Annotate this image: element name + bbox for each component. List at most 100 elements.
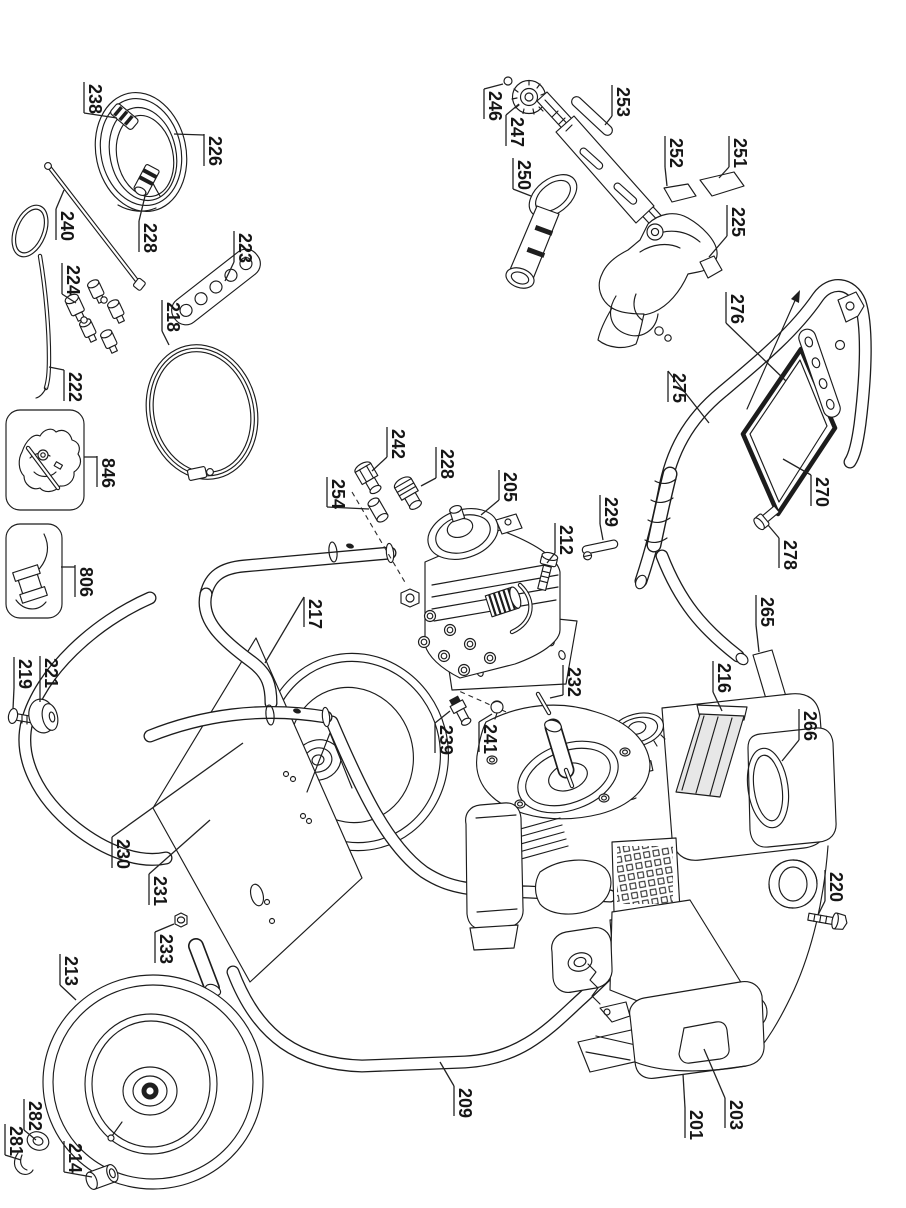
- part-number-label: 203: [726, 1100, 746, 1130]
- callout-leader-line: [224, 261, 235, 282]
- callout-leader-line: [63, 1171, 93, 1178]
- part-callout-218: 218: [161, 300, 183, 346]
- part-callout-846: 846: [84, 456, 118, 488]
- callout-leader-line: [708, 235, 728, 258]
- part-callout-252: 252: [664, 136, 686, 187]
- callout-leader-line: [420, 477, 437, 487]
- part-callout-212: 212: [546, 523, 576, 564]
- part-number-label: 213: [61, 956, 81, 986]
- part-callout-224: 224: [61, 263, 83, 304]
- callout-leader-line: [478, 713, 493, 723]
- part-number-label: 216: [714, 663, 734, 693]
- valve-cover: [534, 859, 612, 915]
- part-number-label: 218: [163, 302, 183, 332]
- part-callout-220: 220: [817, 870, 846, 916]
- part-callout-201: 201: [682, 1073, 706, 1140]
- part-callout-205: 205: [480, 470, 520, 516]
- callout-leader-line: [664, 166, 668, 187]
- part-number-label: 281: [6, 1126, 26, 1156]
- part-callout-221: 221: [39, 656, 61, 702]
- hub-cap-214: [85, 1164, 119, 1190]
- hose-band-218: [145, 344, 259, 481]
- callout-leader-line: [61, 293, 77, 304]
- front-wheel-213: [42, 974, 264, 1190]
- hose-coil-226: [94, 91, 188, 213]
- side-handle-250: [505, 174, 578, 289]
- part-number-label: 270: [812, 477, 832, 507]
- part-number-label: 228: [437, 449, 457, 479]
- callout-leader-line: [138, 191, 147, 222]
- part-callout-226: 226: [173, 133, 225, 166]
- callout-leader-line: [712, 691, 723, 712]
- part-number-label: 217: [305, 599, 325, 629]
- fitting-242: [354, 461, 382, 495]
- callout-leader-line: [439, 1061, 455, 1087]
- engine-bolt-220: [807, 912, 848, 930]
- unloader-knob: [484, 586, 522, 618]
- callout-leader-line: [148, 819, 211, 875]
- part-callout-219: 219: [12, 657, 35, 710]
- part-number-label: 229: [601, 497, 621, 527]
- callout-leader-line: [4, 1154, 22, 1161]
- part-number-label: 240: [57, 211, 77, 241]
- part-callout-228: 228: [138, 191, 160, 253]
- callout-leader-line: [55, 189, 65, 210]
- part-callout-278: 278: [767, 524, 800, 570]
- callout-leader-line: [326, 506, 370, 510]
- part-number-label: 238: [85, 84, 105, 114]
- part-callout-228: 228: [420, 447, 457, 487]
- pump-assembly-205: [351, 461, 619, 727]
- flange-nut-233: [174, 912, 188, 928]
- part-callout-247: 247: [505, 103, 527, 147]
- part-number-label: 806: [76, 567, 96, 597]
- valve-caps: [417, 609, 497, 677]
- panel-hook-bracket: [834, 291, 865, 351]
- wand-collar-247: [511, 79, 548, 115]
- part-callout-265: 265: [755, 595, 777, 653]
- callout-leader-line: [23, 1129, 37, 1141]
- part-number-label: 253: [613, 87, 633, 117]
- callout-leader-line: [264, 596, 305, 664]
- part-callout-241: 241: [478, 713, 500, 754]
- callout-leader-line: [434, 710, 451, 724]
- callout-leader-line: [718, 166, 730, 179]
- crank-side-cover: [465, 802, 524, 951]
- part-callout-281: 281: [4, 1124, 26, 1161]
- callout-leader-line: [371, 456, 388, 472]
- cleaning-loop-222: [11, 204, 52, 399]
- callout-leader-line: [667, 370, 710, 424]
- part-callout-275: 275: [667, 370, 710, 424]
- part-number-label: 225: [728, 207, 748, 237]
- nozzle-stick-253: [571, 96, 613, 136]
- part-number-label: 239: [436, 725, 456, 755]
- callout-leader-line: [12, 687, 15, 710]
- part-number-label: 278: [780, 540, 800, 570]
- callout-leader-line: [725, 322, 787, 382]
- part-callout-239: 239: [434, 710, 456, 755]
- starter-cap: [768, 859, 818, 909]
- callout-leader-line: [48, 366, 65, 371]
- part-callout-233: 233: [154, 923, 176, 964]
- callout-leader-line: [703, 1048, 726, 1099]
- part-callout-216: 216: [712, 661, 734, 712]
- callout-leader-line: [111, 742, 244, 838]
- shim-252: [663, 183, 697, 203]
- part-callout-806: 806: [61, 565, 96, 597]
- part-number-label: 241: [480, 724, 500, 754]
- callout-leader-line: [161, 330, 170, 346]
- plug-241: [490, 700, 504, 720]
- part-callout-203: 203: [703, 1048, 746, 1130]
- callout-leader-line: [599, 523, 604, 541]
- part-number-label: 221: [41, 658, 61, 688]
- part-callout-223: 223: [224, 231, 255, 282]
- part-callout-229: 229: [599, 495, 621, 541]
- callout-leader-line: [782, 458, 812, 476]
- part-callout-246: 246: [483, 83, 505, 121]
- callout-leader-line: [546, 552, 556, 564]
- part-number-label: 233: [156, 934, 176, 964]
- handle-217: [143, 541, 397, 743]
- part-callout-276: 276: [725, 292, 787, 382]
- callout-leader-line: [483, 83, 504, 90]
- o-ring-246: [503, 76, 513, 86]
- gun-assembly: [503, 76, 745, 349]
